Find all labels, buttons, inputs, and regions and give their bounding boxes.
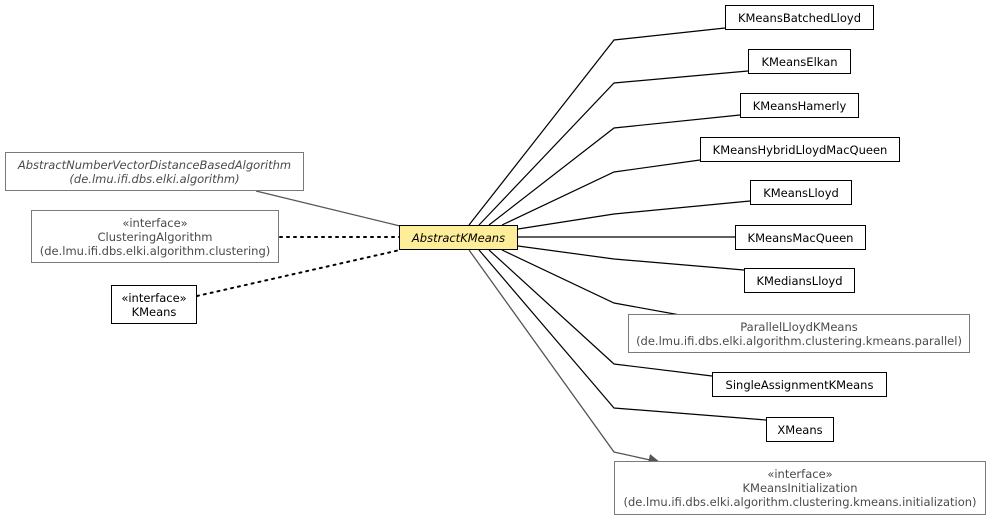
edge-association-kmeans-initialization [468,249,661,466]
class-name: KMeansLloyd [763,185,839,200]
subclass-parallel-lloyd-kmeans[interactable]: ParallelLloydKMeans (de.lmu.ifi.dbs.elki… [628,314,970,353]
subclass-kmeans-batched-lloyd[interactable]: KMeansBatchedLloyd [725,5,874,30]
class-name: KMeansBatchedLloyd [737,10,862,25]
subclass-xmeans[interactable]: XMeans [766,417,834,442]
edge-subclass-kmeans-hybrid [501,159,701,226]
edge-subclass-kmeans-elkan [478,70,749,226]
subclass-kmeans-macqueen[interactable]: KMeansMacQueen [735,225,866,250]
package-name: (de.lmu.ifi.dbs.elki.algorithm) [69,171,240,186]
parent-kmeans-interface[interactable]: «interface» KMeans [111,285,197,324]
package-name: (de.lmu.ifi.dbs.elki.algorithm.clusterin… [623,495,977,509]
subclass-single-assignment-kmeans[interactable]: SingleAssignmentKMeans [712,372,887,397]
subclass-kmedians-lloyd[interactable]: KMediansLloyd [744,268,855,293]
subclass-kmeans-elkan[interactable]: KMeansElkan [748,49,851,74]
class-name: ClusteringAlgorithm [97,229,213,244]
package-name: (de.lmu.ifi.dbs.elki.algorithm.clusterin… [39,243,271,258]
edge-subclass-kmedians-lloyd [517,245,745,271]
stereotype: «interface» [122,215,188,230]
parent-clustering-algorithm-interface[interactable]: «interface» ClusteringAlgorithm (de.lmu.… [31,210,279,263]
center-class-name: AbstractKMeans [411,230,506,245]
subclass-kmeans-hamerly[interactable]: KMeansHamerly [740,93,859,118]
class-name: AbstractNumberVectorDistanceBasedAlgorit… [17,157,292,172]
class-name: XMeans [777,422,823,437]
class-name: KMediansLloyd [756,273,843,288]
class-name: KMeans [131,304,177,319]
class-name: KMeansMacQueen [747,230,854,245]
parent-abstract-number-vector-algorithm[interactable]: AbstractNumberVectorDistanceBasedAlgorit… [5,152,304,191]
edge-subclass-kmeans-lloyd [517,200,751,230]
package-name: (de.lmu.ifi.dbs.elki.algorithm.clusterin… [636,333,962,348]
class-name: ParallelLloydKMeans [740,319,858,334]
class-name: KMeansInitialization [742,481,858,495]
edge-subclass-parallel-lloyd [501,249,681,316]
subclass-kmeans-hybrid-lloyd-macqueen[interactable]: KMeansHybridLloydMacQueen [700,137,900,162]
edge-implements-kmeans [196,249,401,297]
edge-subclass-kmeans-hamerly [488,114,741,226]
stereotype: «interface» [767,467,833,481]
edge-extends-abstract-number-vector [255,190,401,227]
subclass-kmeans-lloyd[interactable]: KMeansLloyd [750,180,852,205]
class-name: KMeansElkan [761,54,838,69]
edge-subclass-single-assignment [488,249,713,377]
class-name: KMeansHamerly [752,98,847,113]
stereotype: «interface» [121,290,187,305]
edge-subclass-xmeans [478,249,767,421]
association-kmeans-initialization[interactable]: «interface» KMeansInitialization (de.lmu… [614,461,986,515]
class-name: KMeansHybridLloydMacQueen [712,142,888,157]
center-class-abstract-kmeans[interactable]: AbstractKMeans [399,225,518,250]
class-name: SingleAssignmentKMeans [725,377,874,392]
edge-subclass-kmeans-batched-lloyd [468,27,726,226]
